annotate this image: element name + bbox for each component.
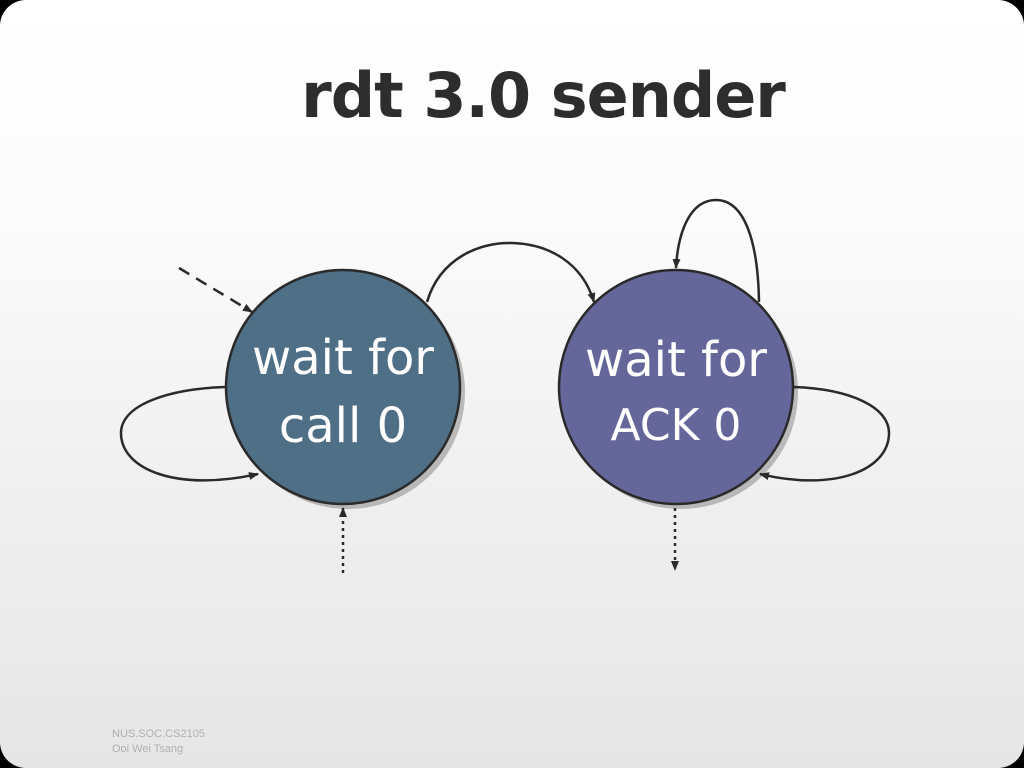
state-circle — [224, 268, 462, 506]
self-loop-ack-0-top — [672, 198, 761, 303]
self-loop-call-0 — [119, 385, 259, 482]
state-label-line2: ACK 0 — [611, 400, 742, 451]
footer-author: Ooi Wei Tsang — [112, 743, 184, 755]
state-label-line1: wait for — [585, 332, 767, 388]
footer-course: NUS.SOC.CS2105 — [112, 728, 205, 740]
state-label-line2: call 0 — [279, 398, 407, 454]
self-loop-ack-0-right — [759, 385, 891, 482]
slide-footer: NUS.SOC.CS2105 Ooi Wei Tsang — [112, 727, 205, 757]
state-circle — [557, 268, 795, 506]
transition-call0-to-ack0 — [425, 241, 596, 303]
initial-transition-arrow — [178, 266, 253, 314]
state-label-line1: wait for — [252, 330, 434, 386]
state-wait-for-ack-0[interactable]: wait for ACK 0 — [557, 268, 795, 506]
slide-title: rdt 3.0 sender — [301, 59, 786, 132]
state-wait-for-call-0[interactable]: wait for call 0 — [224, 268, 462, 506]
